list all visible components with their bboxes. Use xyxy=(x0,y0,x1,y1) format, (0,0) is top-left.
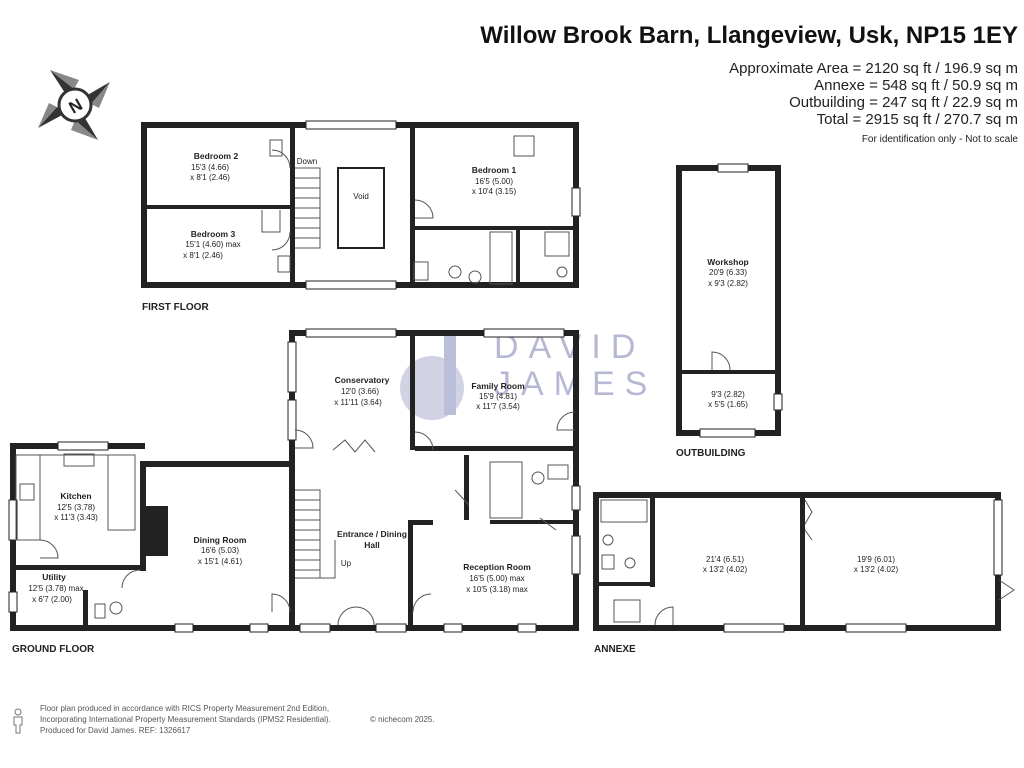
bedroom2-name: Bedroom 2 xyxy=(194,151,239,161)
footer-line-2: Incorporating International Property Mea… xyxy=(40,715,331,724)
up-label: Up xyxy=(341,559,352,568)
dining-room-dim2: x 15'1 (4.61) xyxy=(198,557,243,566)
reception-room-name: Reception Room xyxy=(463,562,531,572)
kitchen-dim2: x 11'3 (3.43) xyxy=(54,513,98,522)
family-room-dim2: x 11'7 (3.54) xyxy=(476,402,520,411)
watermark-james: JAMES xyxy=(494,365,657,403)
void-label: Void xyxy=(353,192,369,201)
conservatory-name: Conservatory xyxy=(335,375,390,385)
workshop-dim1: 20'9 (6.33) xyxy=(709,268,747,277)
bedroom2-dim1: 15'3 (4.66) xyxy=(191,163,229,172)
first-floor-label: FIRST FLOOR xyxy=(142,302,209,313)
footer-text: Floor plan produced in accordance with R… xyxy=(40,703,435,736)
outbuilding-plan: Workshop 20'9 (6.33) x 9'3 (2.82) 9'3 (2… xyxy=(676,163,783,438)
area-summary: Approximate Area = 2120 sq ft / 196.9 sq… xyxy=(729,60,1018,148)
kitchen-name: Kitchen xyxy=(60,491,91,501)
dining-room-dim1: 16'6 (5.03) xyxy=(201,546,239,555)
annexe-plan: 21'4 (6.51) x 13'2 (4.02) 19'9 (6.01) x … xyxy=(593,492,1015,633)
bedroom3-dim1: 15'1 (4.60) max xyxy=(185,240,240,249)
annexe-label: ANNEXE xyxy=(594,644,636,655)
outbuilding-label: OUTBUILDING xyxy=(676,448,746,459)
first-floor-plan: Bedroom 2 15'3 (4.66) x 8'1 (2.46) Bedro… xyxy=(141,120,581,290)
approximate-area: Approximate Area = 2120 sq ft / 196.9 sq… xyxy=(729,60,1018,77)
annexe-room-b-dim1: 19'9 (6.01) xyxy=(857,555,895,564)
total-area: Total = 2915 sq ft / 270.7 sq m xyxy=(816,111,1018,128)
bedroom1-dim2: x 10'4 (3.15) xyxy=(472,187,517,196)
bedroom3-name: Bedroom 3 xyxy=(191,229,236,239)
outbuilding-area: Outbuilding = 247 sq ft / 22.9 sq m xyxy=(789,94,1018,111)
bedroom3-dim2: x 8'1 (2.46) xyxy=(183,251,223,260)
annexe-room-a-dim1: 21'4 (6.51) xyxy=(706,555,744,564)
dining-room-name: Dining Room xyxy=(194,535,247,545)
bedroom2-dim2: x 8'1 (2.46) xyxy=(190,173,230,182)
ground-floor-label: GROUND FLOOR xyxy=(12,644,95,655)
bedroom1-name: Bedroom 1 xyxy=(472,165,517,175)
annexe-area: Annexe = 548 sq ft / 50.9 sq m xyxy=(814,77,1018,94)
reception-room-dim2: x 10'5 (3.18) max xyxy=(466,585,528,594)
ground-floor-plan: Conservatory 12'0 (3.66) x 11'11 (3.64) … xyxy=(8,328,581,633)
family-room-name: Family Room xyxy=(471,381,525,391)
scale-note: For identification only - Not to scale xyxy=(861,134,1018,145)
bedroom1-dim1: 16'5 (5.00) xyxy=(475,177,513,186)
store-dim2: x 5'5 (1.65) xyxy=(708,400,748,409)
property-title: Willow Brook Barn, Llangeview, Usk, NP15… xyxy=(480,22,1018,49)
person-icon xyxy=(13,708,23,734)
down-label: Down xyxy=(297,157,317,166)
footer-line-3: Produced for David James. REF: 1326617 xyxy=(40,726,191,735)
workshop-dim2: x 9'3 (2.82) xyxy=(708,279,748,288)
utility-dim1: 12'5 (3.78) max xyxy=(28,584,83,593)
hall-name-2: Hall xyxy=(364,540,380,550)
footer-line-1: Floor plan produced in accordance with R… xyxy=(40,704,330,713)
compass-icon: N xyxy=(38,70,110,140)
family-room-dim1: 15'9 (4.81) xyxy=(479,392,517,401)
conservatory-dim1: 12'0 (3.66) xyxy=(341,387,379,396)
workshop-name: Workshop xyxy=(707,257,748,267)
conservatory-dim2: x 11'11 (3.64) xyxy=(334,398,382,407)
reception-room-dim1: 16'5 (5.00) max xyxy=(469,574,524,583)
annexe-room-a-dim2: x 13'2 (4.02) xyxy=(703,565,748,574)
utility-name: Utility xyxy=(42,572,66,582)
footer-copyright: © nichecom 2025. xyxy=(370,715,435,724)
annexe-room-b-dim2: x 13'2 (4.02) xyxy=(854,565,899,574)
watermark-logo: DAVID JAMES xyxy=(400,328,657,420)
store-dim1: 9'3 (2.82) xyxy=(711,390,745,399)
hall-name: Entrance / Dining xyxy=(337,529,407,539)
kitchen-dim1: 12'5 (3.78) xyxy=(57,503,95,512)
utility-dim2: x 6'7 (2.00) xyxy=(32,595,72,604)
